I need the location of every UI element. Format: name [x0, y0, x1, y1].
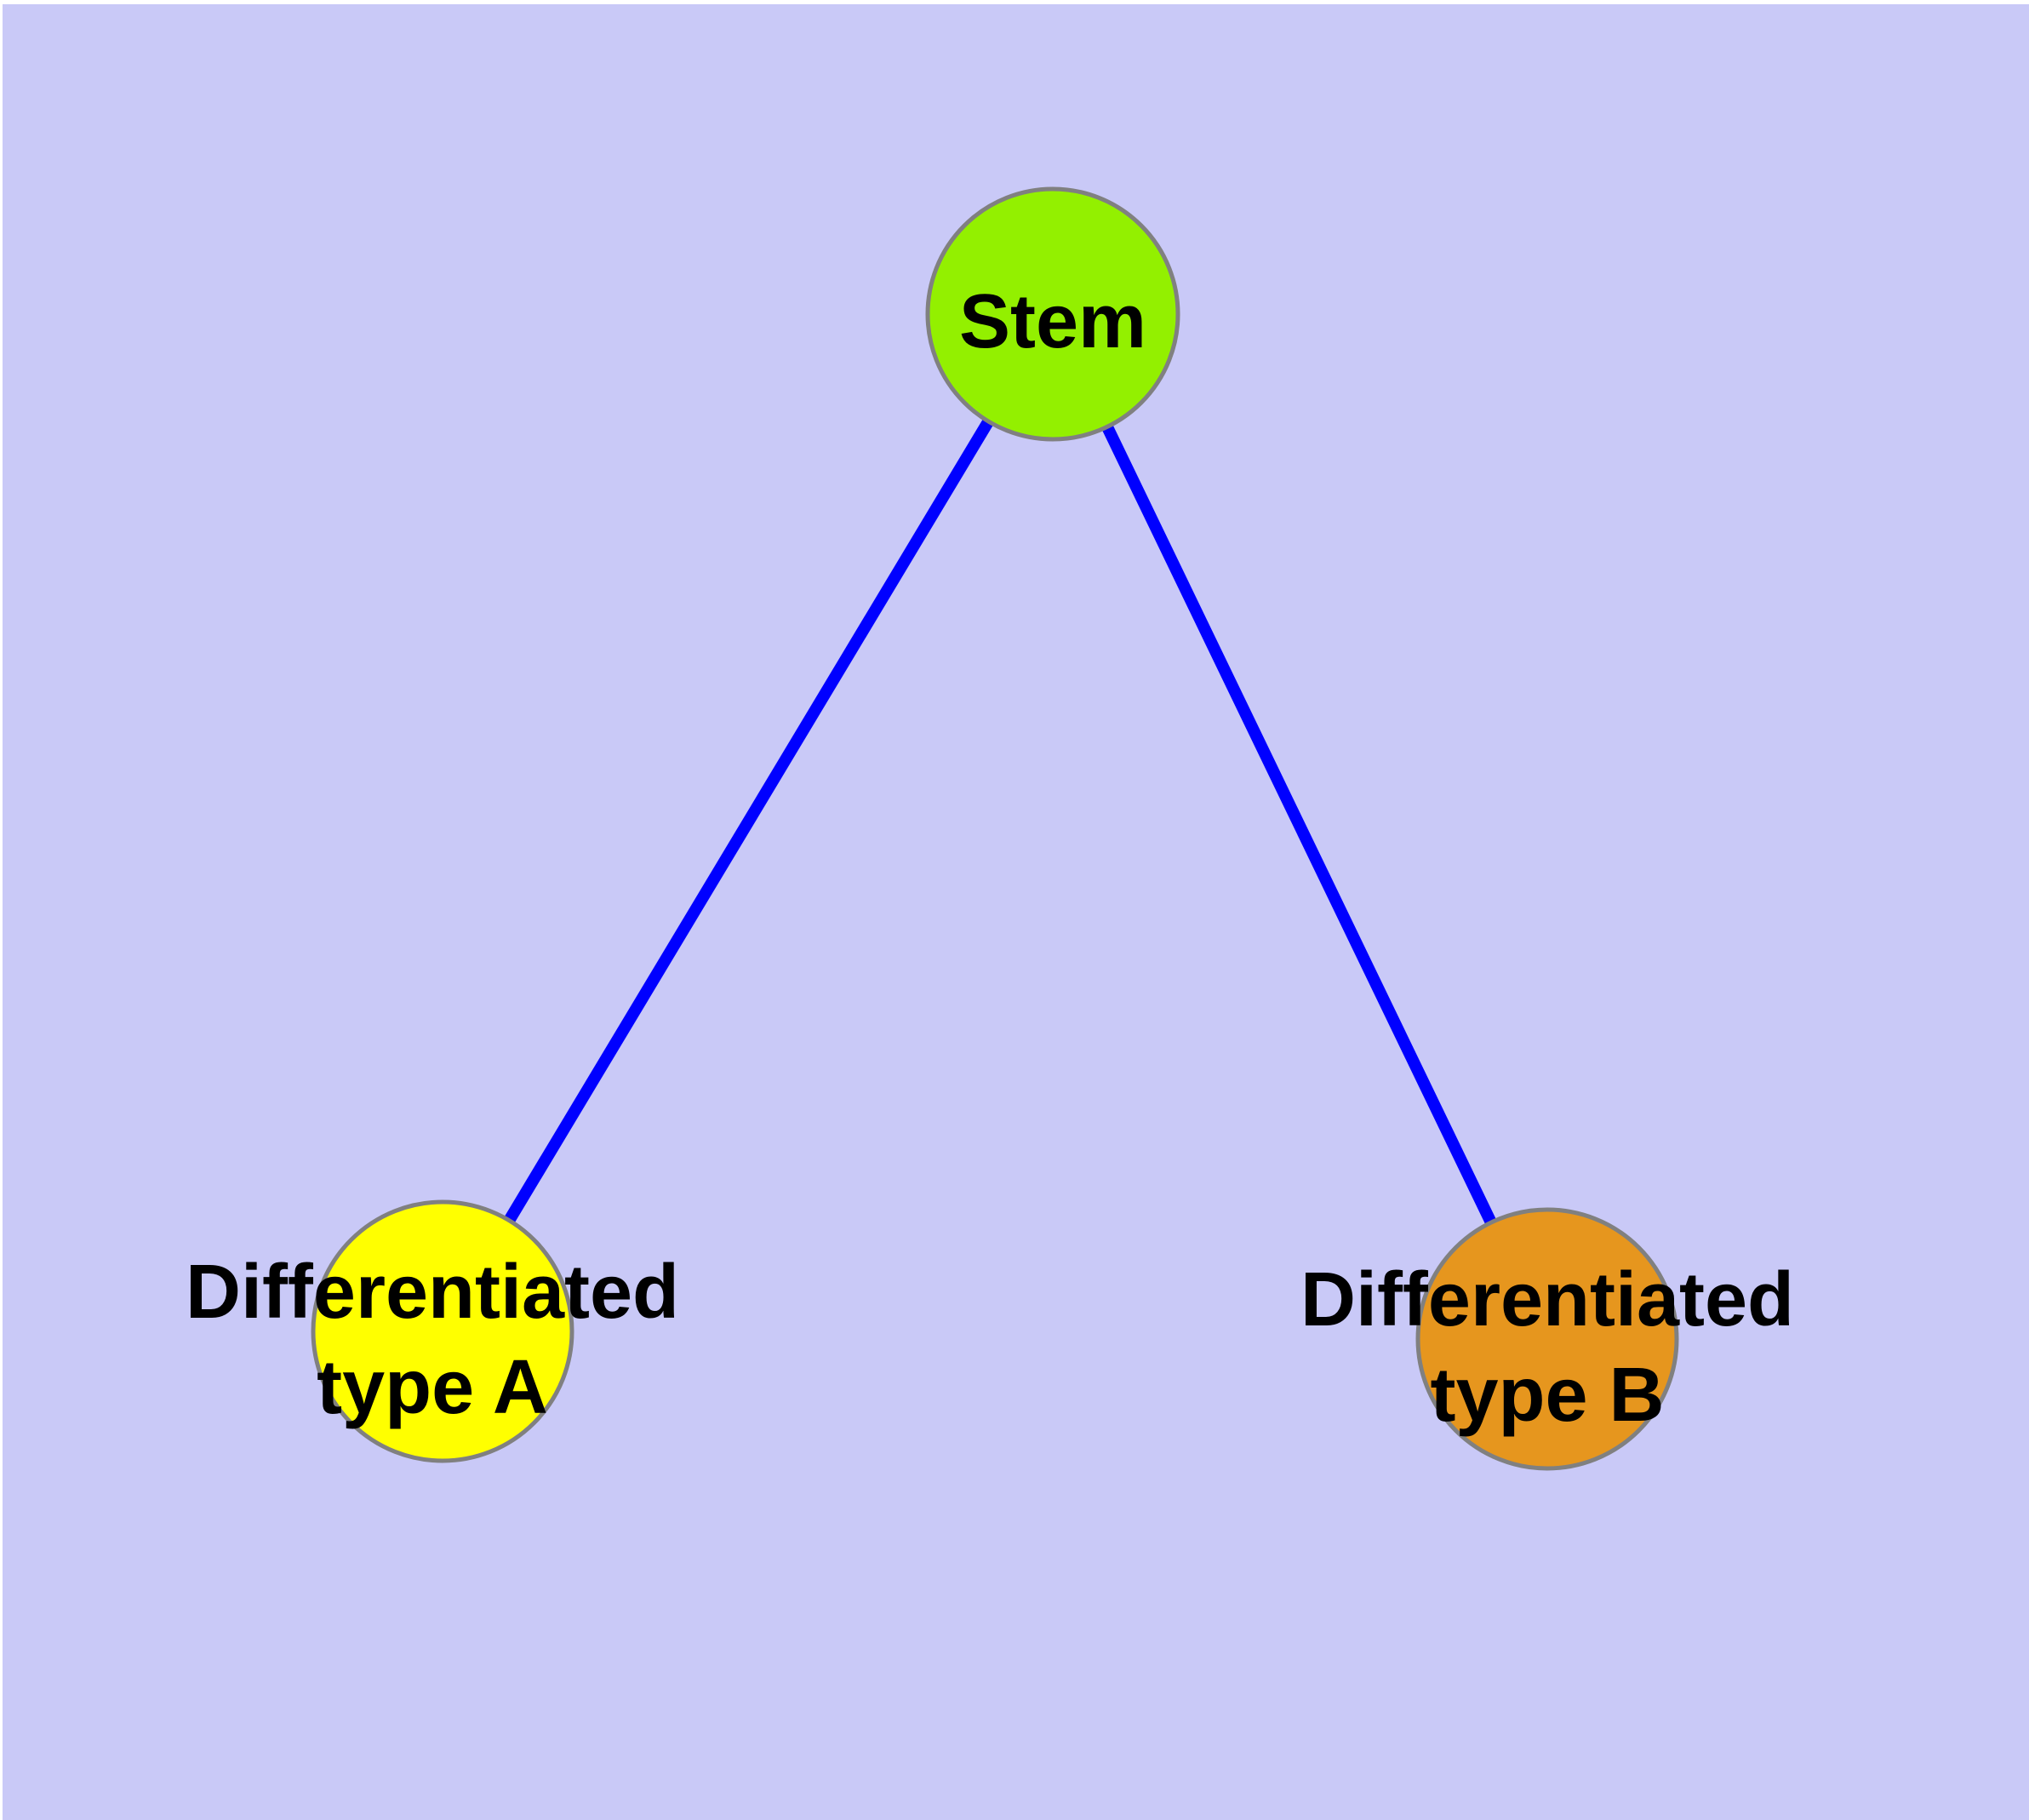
node-type-b-label-line1: Differentiated	[1300, 1257, 1794, 1342]
edge-stem-to-type-a	[437, 311, 1059, 1335]
node-stem	[925, 186, 1180, 442]
node-type-a-label-line1: Differentiated	[186, 1250, 679, 1335]
edge-stem-to-type-b	[1047, 311, 1553, 1342]
node-differentiated-type-a	[311, 1199, 574, 1463]
node-type-a-label-line2: type A	[317, 1345, 548, 1430]
node-type-b-label-line2: type B	[1430, 1353, 1664, 1438]
node-differentiated-type-b	[1415, 1207, 1679, 1471]
node-stem-label: Stem	[959, 279, 1146, 364]
